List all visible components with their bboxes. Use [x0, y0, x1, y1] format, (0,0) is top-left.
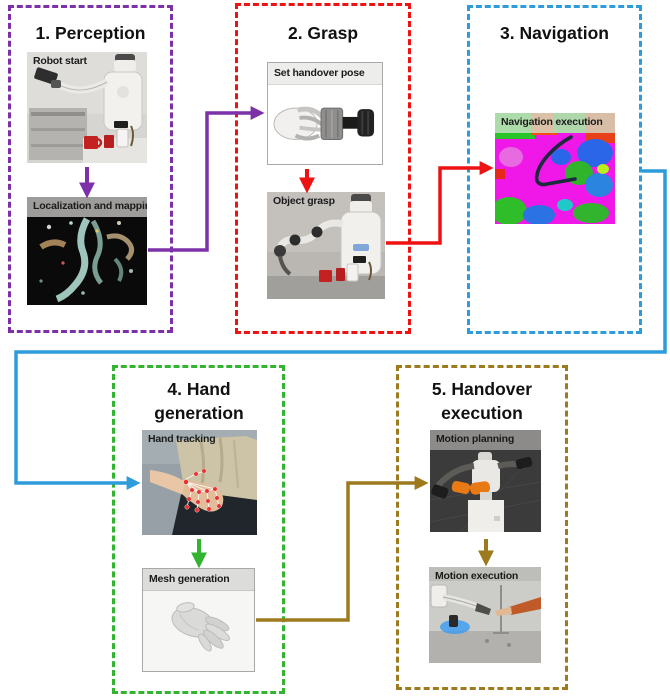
- motion-execution-scene: [429, 567, 541, 663]
- localization-mapping-photo: Localization and mapping: [27, 197, 147, 305]
- motion-planning-render: Motion planning: [430, 430, 541, 532]
- object-grasp-scene: [267, 192, 385, 299]
- image-label: Object grasp: [273, 195, 335, 207]
- robot-start-scene: [27, 52, 147, 163]
- image-label: Set handover pose: [268, 63, 382, 85]
- image-label: Motion execution: [435, 570, 519, 582]
- image-label: Navigation execution: [501, 116, 603, 128]
- image-label: Hand tracking: [148, 433, 216, 445]
- stage-title-navigation: 3. Navigation: [500, 23, 609, 43]
- image-label: Mesh generation: [143, 569, 254, 591]
- hand-tracking-photo: Hand tracking: [142, 430, 257, 535]
- stage-title-perception: 1. Perception: [35, 23, 146, 43]
- image-label: Motion planning: [430, 430, 541, 450]
- image-label: Robot start: [33, 55, 87, 67]
- mesh-generation-panel: Mesh generation: [142, 568, 255, 672]
- object-grasp-photo: Object grasp: [267, 192, 385, 299]
- hand-tracking-scene: [142, 430, 257, 535]
- navigation-execution-map: Navigation execution: [495, 113, 615, 224]
- motion-execution-photo: Motion execution: [429, 567, 541, 663]
- set-handover-pose-panel: Set handover pose: [267, 62, 383, 165]
- image-label: Localization and mapping: [27, 197, 147, 217]
- stage-title-grasp: 2. Grasp: [287, 23, 359, 43]
- robot-start-photo: Robot start: [27, 52, 147, 163]
- stage-title-handover-execution: 5. Handover execution: [431, 379, 533, 423]
- stage-title-hand-generation: 4. Hand generation: [154, 379, 244, 423]
